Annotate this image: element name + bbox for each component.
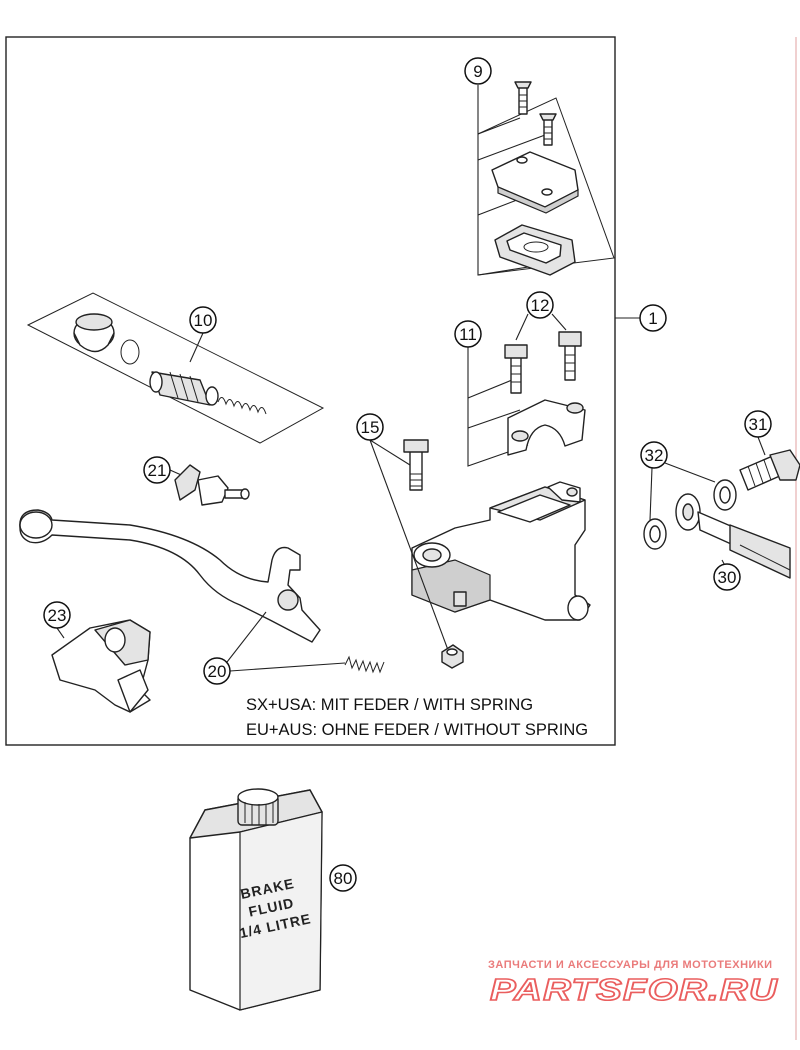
svg-text:11: 11 <box>459 325 477 344</box>
callout-31: 31 <box>744 410 772 438</box>
callout-20: 20 <box>203 657 231 685</box>
svg-text:9: 9 <box>473 62 482 81</box>
callout-15: 15 <box>356 413 384 441</box>
watermark-tagline: ЗАПЧАСТИ И АКСЕССУАРЫ ДЛЯ МОТОТЕХНИКИ <box>488 959 773 971</box>
svg-text:15: 15 <box>361 418 380 437</box>
callout-23: 23 <box>43 601 71 629</box>
callout-21: 21 <box>143 456 171 484</box>
cover-screw-2 <box>539 113 557 146</box>
note-without-spring: EU+AUS: OHNE FEDER / WITHOUT SPRING <box>246 721 588 739</box>
assembly-frame <box>5 36 616 746</box>
part-21-adjuster <box>169 464 250 506</box>
cover-screw-1 <box>514 81 532 115</box>
svg-text:23: 23 <box>48 606 67 625</box>
part-11-clamp <box>467 337 586 467</box>
callout-12: 12 <box>526 291 554 319</box>
svg-text:21: 21 <box>148 461 167 480</box>
svg-text:30: 30 <box>718 568 737 587</box>
svg-text:80: 80 <box>334 869 353 888</box>
part-23-lever-boot <box>51 619 151 713</box>
part-32-washers <box>643 462 737 550</box>
part-10-piston-kit <box>26 292 325 444</box>
callout-9: 9 <box>464 57 492 85</box>
part-20-spring <box>229 655 385 674</box>
callout-30: 30 <box>713 563 741 591</box>
svg-text:1: 1 <box>648 309 657 328</box>
part-30-brake-line <box>675 493 791 579</box>
watermark-brand: PARTSFOR.RU <box>490 972 779 1007</box>
svg-text:12: 12 <box>531 296 550 315</box>
brake-lever <box>19 509 321 643</box>
part-80-brake-fluid-bottle <box>189 788 323 1011</box>
part-1-master-cylinder <box>411 481 591 621</box>
callout-80: 80 <box>329 864 357 892</box>
callout-32: 32 <box>640 441 668 469</box>
svg-text:31: 31 <box>749 415 768 434</box>
part-12-clamp-bolts <box>504 313 582 394</box>
part-9-reservoir-cover <box>477 81 615 276</box>
leader-23 <box>56 627 65 639</box>
svg-text:10: 10 <box>194 311 213 330</box>
svg-text:32: 32 <box>645 446 664 465</box>
note-with-spring: SX+USA: MIT FEDER / WITH SPRING <box>246 696 533 714</box>
part-31-banjo-bolt <box>739 436 800 491</box>
callout-1: 1 <box>639 304 667 332</box>
callout-11: 11 <box>454 320 482 348</box>
callout-10: 10 <box>189 306 217 334</box>
leader-10 <box>189 332 204 363</box>
svg-text:20: 20 <box>208 662 227 681</box>
part-15-pivot-bolt <box>369 439 464 669</box>
